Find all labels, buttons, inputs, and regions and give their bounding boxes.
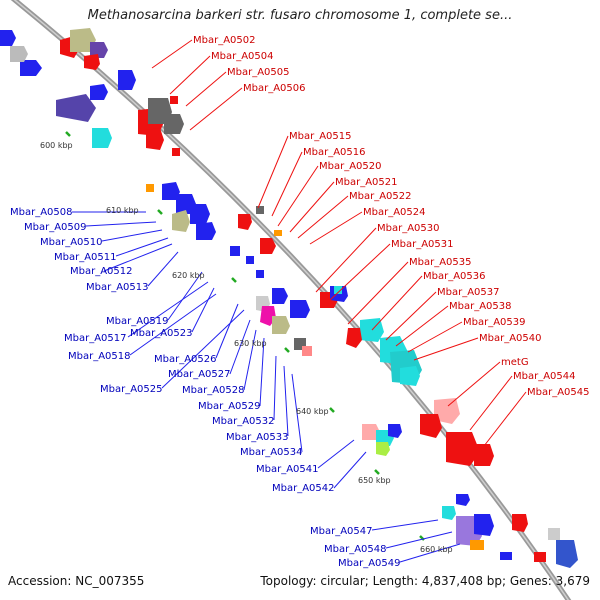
forward-gene-label[interactable]: Mbar_A0540 — [479, 333, 542, 344]
reverse-gene-label[interactable]: Mbar_A0534 — [240, 447, 303, 458]
forward-gene-label[interactable]: Mbar_A0521 — [335, 177, 398, 188]
scale-label: 660 kbp — [420, 545, 453, 554]
gene-glyphs-middle — [146, 182, 348, 356]
reverse-gene-label[interactable]: Mbar_A0509 — [24, 222, 87, 233]
reverse-gene-labels: Mbar_A0508 Mbar_A0509 Mbar_A0510 Mbar_A0… — [10, 207, 401, 569]
tick-marks — [65, 131, 425, 541]
forward-gene-label[interactable]: Mbar_A0506 — [243, 83, 306, 94]
forward-gene-label[interactable]: Mbar_A0536 — [423, 271, 486, 282]
accession-label: Accession: NC_007355 — [8, 574, 145, 588]
reverse-gene-label[interactable]: Mbar_A0528 — [182, 385, 245, 396]
scale-label: 640 kbp — [296, 407, 329, 416]
forward-gene-label[interactable]: Mbar_A0522 — [349, 191, 412, 202]
gene-glyphs-upper — [0, 28, 184, 156]
reverse-gene-label[interactable]: Mbar_A0508 — [10, 207, 73, 218]
reverse-gene-label[interactable]: Mbar_A0529 — [198, 401, 261, 412]
reverse-gene-label[interactable]: Mbar_A0533 — [226, 432, 289, 443]
map-title: Methanosarcina barkeri str. fusaro chrom… — [87, 8, 513, 23]
gene-glyphs-lower — [346, 318, 578, 568]
reverse-gene-label[interactable]: Mbar_A0512 — [70, 266, 133, 277]
scale-label: 650 kbp — [358, 476, 391, 485]
reverse-gene-label[interactable]: Mbar_A0511 — [54, 252, 117, 263]
forward-gene-label[interactable]: Mbar_A0537 — [437, 287, 500, 298]
forward-gene-labels: Mbar_A0502 Mbar_A0504 Mbar_A0505 Mbar_A0… — [193, 35, 590, 398]
scale-label: 610 kbp — [106, 206, 139, 215]
forward-gene-label[interactable]: Mbar_A0544 — [513, 371, 576, 382]
reverse-gene-label[interactable]: Mbar_A0532 — [212, 416, 275, 427]
reverse-gene-label[interactable]: Mbar_A0519 — [106, 316, 169, 327]
forward-gene-label[interactable]: Mbar_A0505 — [227, 67, 290, 78]
reverse-gene-label[interactable]: Mbar_A0541 — [256, 464, 319, 475]
forward-gene-label[interactable]: Mbar_A0504 — [211, 51, 274, 62]
reverse-gene-label[interactable]: Mbar_A0517 — [64, 333, 127, 344]
scale-label: 600 kbp — [40, 141, 73, 150]
reverse-gene-label[interactable]: Mbar_A0513 — [86, 282, 149, 293]
reverse-gene-label[interactable]: Mbar_A0525 — [100, 384, 163, 395]
forward-gene-label[interactable]: Mbar_A0524 — [363, 207, 426, 218]
forward-gene-label[interactable]: Mbar_A0516 — [303, 147, 366, 158]
reverse-gene-label[interactable]: Mbar_A0527 — [168, 369, 231, 380]
scale-label: 620 kbp — [172, 271, 205, 280]
topology-label: Topology: circular; Length: 4,837,408 bp… — [260, 574, 590, 588]
forward-gene-label[interactable]: Mbar_A0545 — [527, 387, 590, 398]
forward-gene-label[interactable]: Mbar_A0530 — [377, 223, 440, 234]
forward-gene-label[interactable]: Mbar_A0539 — [463, 317, 526, 328]
reverse-gene-label[interactable]: Mbar_A0510 — [40, 237, 103, 248]
reverse-gene-label[interactable]: Mbar_A0526 — [154, 354, 217, 365]
forward-gene-label[interactable]: metG — [501, 357, 529, 368]
forward-gene-label[interactable]: Mbar_A0520 — [319, 161, 382, 172]
reverse-gene-label[interactable]: Mbar_A0518 — [68, 351, 131, 362]
scale-label: 630 kbp — [234, 339, 267, 348]
forward-gene-label[interactable]: Mbar_A0531 — [391, 239, 454, 250]
forward-leader-lines — [151, 39, 527, 447]
reverse-leader-lines — [72, 211, 461, 563]
reverse-gene-label[interactable]: Mbar_A0549 — [338, 558, 401, 569]
forward-gene-label[interactable]: Mbar_A0538 — [449, 301, 512, 312]
forward-gene-label[interactable]: Mbar_A0535 — [409, 257, 472, 268]
forward-gene-label[interactable]: Mbar_A0515 — [289, 131, 352, 142]
scale-labels: 600 kbp 610 kbp 620 kbp 630 kbp 640 kbp … — [40, 141, 453, 554]
reverse-gene-label[interactable]: Mbar_A0523 — [130, 328, 193, 339]
reverse-gene-label[interactable]: Mbar_A0548 — [324, 544, 387, 555]
reverse-gene-label[interactable]: Mbar_A0547 — [310, 526, 373, 537]
forward-gene-label[interactable]: Mbar_A0502 — [193, 35, 256, 46]
reverse-gene-label[interactable]: Mbar_A0542 — [272, 483, 335, 494]
